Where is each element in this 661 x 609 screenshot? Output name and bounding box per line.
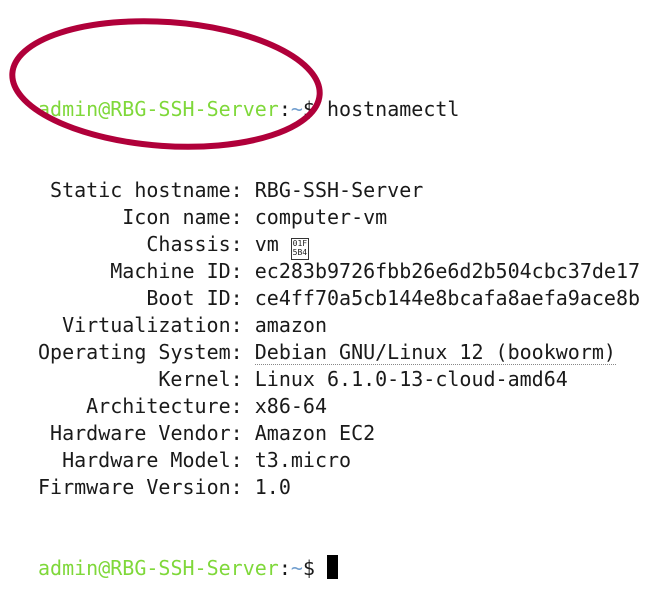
hostnamectl-field: Hardware Model: t3.micro — [38, 447, 640, 474]
hostnamectl-field: Firmware Version: 1.0 — [38, 474, 640, 501]
field-value: 1.0 — [254, 475, 291, 499]
field-label: Firmware Version: — [38, 475, 243, 499]
field-label: Kernel: — [158, 367, 243, 391]
prompt-user-host: admin@RBG-SSH-Server — [38, 97, 279, 121]
text-cursor — [327, 555, 339, 579]
field-label: Boot ID: — [146, 286, 243, 310]
field-value: ec283b9726fbb26e6d2b504cbc37de17 — [254, 259, 641, 283]
field-label: Hardware Vendor: — [50, 421, 243, 445]
field-value: ce4ff70a5cb144e8bcafa8aefa9ace8b — [254, 286, 641, 310]
field-label: Machine ID: — [110, 259, 243, 283]
field-value: x86-64 — [254, 394, 327, 418]
command-line: admin@RBG-SSH-Server:~$ hostnamectl — [38, 96, 640, 123]
hostnamectl-field: Machine ID: ec283b9726fbb26e6d2b504cbc37… — [38, 258, 640, 285]
field-label: Icon name: — [122, 205, 243, 229]
prompt-symbol: $ — [302, 556, 315, 580]
hostnamectl-field: Operating System: Debian GNU/Linux 12 (b… — [38, 339, 640, 366]
terminal-output: admin@RBG-SSH-Server:~$ hostnamectl Stat… — [38, 42, 640, 609]
hostnamectl-field: Boot ID: ce4ff70a5cb144e8bcafa8aefa9ace8… — [38, 285, 640, 312]
prompt-separator: : — [278, 556, 291, 580]
field-label: Chassis: — [146, 232, 243, 256]
field-value: Amazon EC2 — [254, 421, 376, 445]
active-prompt-line[interactable]: admin@RBG-SSH-Server:~$ — [38, 555, 640, 582]
prompt-symbol: $ — [302, 97, 315, 121]
field-value: Linux 6.1.0-13-cloud-amd64 — [254, 367, 568, 391]
prompt-path: ~ — [290, 97, 303, 121]
field-value: computer-vm — [254, 205, 388, 229]
field-label: Operating System: — [38, 340, 243, 364]
field-label: Static hostname: — [50, 178, 243, 202]
hostnamectl-field: Hardware Vendor: Amazon EC2 — [38, 420, 640, 447]
hostnamectl-field: Kernel: Linux 6.1.0-13-cloud-amd64 — [38, 366, 640, 393]
prompt-separator: : — [278, 97, 291, 121]
command-text: hostnamectl — [327, 97, 460, 121]
field-value: Debian GNU/Linux 12 (bookworm) — [254, 340, 616, 365]
field-label: Virtualization: — [62, 313, 243, 337]
hostnamectl-field: Virtualization: amazon — [38, 312, 640, 339]
field-label: Hardware Model: — [62, 448, 243, 472]
prompt-path: ~ — [290, 556, 303, 580]
field-value: amazon — [254, 313, 327, 337]
hostnamectl-field: Icon name: computer-vm — [38, 204, 640, 231]
field-value: t3.micro — [254, 448, 352, 472]
prompt-user-host: admin@RBG-SSH-Server — [38, 556, 279, 580]
hostnamectl-field: Architecture: x86-64 — [38, 393, 640, 420]
field-label: Architecture: — [86, 394, 243, 418]
field-value: vm — [254, 232, 279, 256]
field-value: RBG-SSH-Server — [254, 178, 424, 202]
hostnamectl-field: Static hostname: RBG-SSH-Server — [38, 177, 640, 204]
